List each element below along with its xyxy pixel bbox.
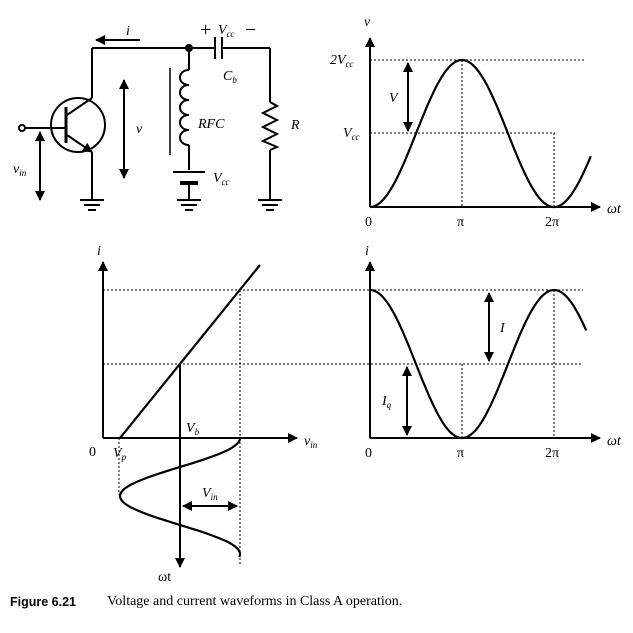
figure-label: Figure 6.21 [10,595,76,609]
voltage-x-label: ωt [607,202,622,217]
label-omega-t: ωt [158,570,171,585]
current-tick-pi: π [457,446,464,461]
voltage-y-label: v [364,15,371,30]
label-vcc-minus: − [245,19,256,41]
transistor-symbol [50,97,106,153]
input-terminal [18,124,26,132]
label-i: i [126,24,130,39]
current-tick-2pi: 2π [545,446,559,461]
transfer-origin: 0 [89,445,96,460]
tick-2vcc: 2Vcc [330,53,354,69]
voltage-plot: v ωt 2Vcc Vcc V 0 π 2π [330,15,622,230]
figure-caption: Voltage and current waveforms in Class A… [107,594,403,609]
label-vb: Vb [186,421,200,437]
transfer-characteristic [119,264,261,439]
voltage-tick-pi: π [457,215,464,230]
circuit-labels: i + Vcc − Cb v RFC R Vcc vin [13,19,300,187]
label-vin: vin [13,162,27,178]
voltage-tick-2pi: 2π [545,215,559,230]
label-cb: Cb [223,69,237,85]
voltage-waveform [369,58,592,209]
amplifier-circuit [18,35,282,211]
label-v: v [136,122,143,137]
vin-waveform [118,437,242,558]
figure-canvas: i + Vcc − Cb v RFC R Vcc vin v ωt 2Vcc V… [13,15,622,585]
label-vcc-plus: + [200,19,211,41]
voltage-tick-0: 0 [365,215,372,230]
label-vp: Vp [113,446,127,462]
current-x-label: ωt [607,434,622,449]
rfc-inductor [179,69,190,146]
label-vin-amp: Vin [202,486,218,502]
current-plot: i ωt I Iq 0 π 2π [365,244,622,461]
current-tick-0: 0 [365,446,372,461]
current-waveform [369,288,588,440]
transistor-emitter-leg [66,134,93,153]
label-iq: Iq [381,394,392,410]
label-rfc: RFC [197,117,225,132]
label-r: R [290,118,300,133]
label-vcc-top: Vcc [218,23,235,39]
resistor-r [260,101,280,151]
transfer-plot: i vin 0 Vp Vb Vin ωt [89,244,583,585]
transfer-x-label: vin [304,434,318,450]
transfer-y-label: i [97,244,101,259]
current-amp-label: I [499,321,506,336]
tick-vcc: Vcc [343,126,360,142]
current-y-label: i [365,244,369,259]
label-vcc-battery: Vcc [213,171,230,187]
voltage-amp-label: V [389,91,399,106]
transistor-collector-leg [66,97,93,116]
